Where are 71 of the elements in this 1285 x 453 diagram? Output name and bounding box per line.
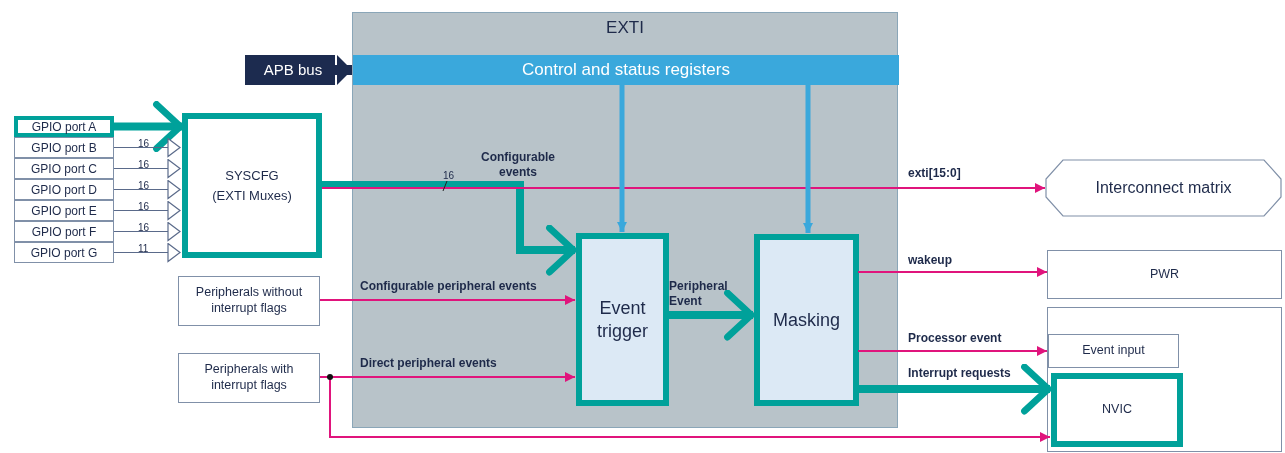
port-box (14, 242, 114, 263)
thick-arrow (335, 55, 352, 85)
node-label: GPIO port C (31, 160, 97, 178)
node-label: APB bus (262, 59, 323, 80)
edge-label: 16 (138, 222, 150, 233)
bus-box (245, 55, 335, 85)
edge-label: 16 (138, 201, 150, 212)
node-label: NVIC (1101, 402, 1133, 418)
edge-label: wakeup (908, 253, 952, 268)
port-box (14, 179, 114, 200)
thick-arrow (114, 101, 184, 152)
edge-label: Configurable peripheral events (360, 279, 537, 294)
octagon-box (1045, 159, 1282, 217)
node-label: EXTI (606, 17, 644, 39)
arrow (319, 295, 576, 305)
node-label: GPIO port A (31, 118, 97, 136)
thick-arrow (617, 84, 627, 232)
node-label: GPIO port G (30, 244, 98, 262)
port-box (14, 137, 114, 158)
arrow (113, 242, 181, 263)
node-label: SYSCFG (EXTI Muxes) (211, 167, 293, 205)
process-box (1047, 250, 1282, 299)
node-label: GPIO port E (31, 202, 97, 220)
port-box (14, 221, 114, 242)
thick-arrow (858, 363, 1052, 415)
port-box (14, 158, 114, 179)
node-label: Masking (772, 308, 841, 332)
edge-label: 16 (138, 138, 150, 149)
node-label: Event input (1081, 343, 1146, 359)
node-label: GPIO port F (31, 223, 97, 241)
edge-label: Processor event (908, 331, 1002, 346)
thick-arrow (322, 181, 577, 276)
process-box (178, 276, 320, 326)
arrow (113, 137, 181, 158)
edge-label: Interrupt requests (908, 366, 1011, 381)
arrow (321, 183, 1046, 193)
node-label: PWR (1148, 266, 1181, 283)
arrow (857, 346, 1048, 356)
arrow (857, 267, 1048, 277)
port-box (14, 200, 114, 221)
process-box (754, 234, 859, 406)
process-box (1048, 334, 1179, 368)
edge-label: 16 (138, 180, 150, 191)
edge-label: 16 (138, 159, 150, 170)
process-box (178, 353, 320, 403)
bus-width-label: 16 (443, 169, 455, 183)
register-bar (353, 55, 899, 85)
processor-box (1047, 307, 1282, 452)
mux-box (182, 113, 322, 258)
thick-arrow (668, 289, 755, 341)
node-label: Control and status registers (522, 59, 730, 82)
arrow (113, 158, 181, 179)
edge-label: Direct peripheral events (360, 356, 497, 371)
node-label: GPIO port B (31, 139, 97, 157)
arrow (113, 221, 181, 242)
edge-label: exti[15:0] (908, 166, 961, 181)
node-label: Interconnect matrix (1095, 178, 1232, 198)
process-box (1051, 373, 1183, 447)
node-label: Peripherals without interrupt flags (194, 285, 304, 317)
thick-arrow (803, 84, 813, 233)
node-label: GPIO port D (31, 181, 97, 199)
arrow (113, 179, 181, 200)
edge-label: 11 (138, 243, 149, 254)
process-box (576, 233, 669, 406)
edge-label: Peripheral Event (669, 279, 729, 309)
node-label: Event trigger (596, 297, 649, 342)
controller-block (352, 12, 898, 428)
edge-label: Configurable events (480, 150, 556, 180)
node-label: Peripherals with interrupt flags (203, 362, 295, 394)
arrow (113, 200, 181, 221)
port-box (14, 116, 114, 137)
